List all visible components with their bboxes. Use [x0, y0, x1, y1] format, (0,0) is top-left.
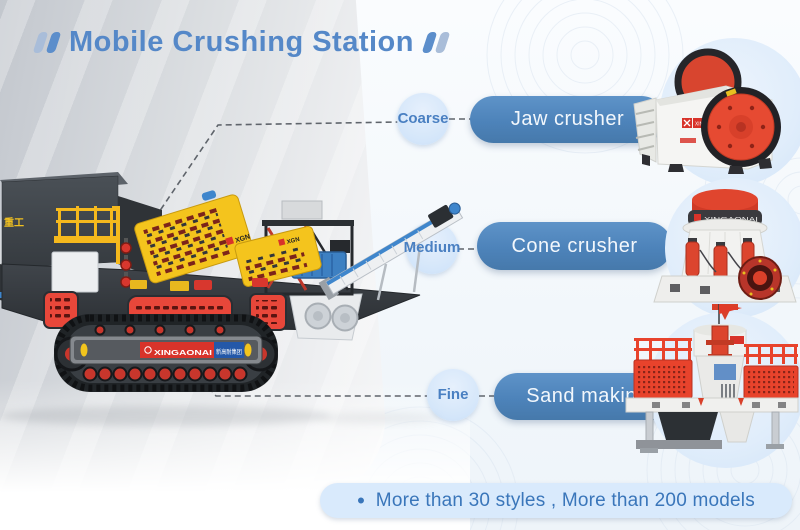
cone-bowl [692, 189, 758, 211]
hopper-brand-text: 重工 [4, 216, 24, 229]
access-door [51, 251, 99, 293]
drive-pulley [738, 256, 782, 300]
cab-box [281, 200, 323, 220]
jaw-crusher-button-label: Jaw crusher [510, 108, 625, 130]
size-label-fine: Fine [437, 386, 469, 403]
platform-railing [54, 206, 120, 264]
quote-close-icon [421, 32, 451, 53]
size-circle-fine [427, 369, 479, 421]
track-brand-cn: 新高耐集团 [216, 348, 242, 356]
sand-making-machine-image[interactable] [622, 300, 800, 462]
cone-crusher-button-label: Cone crusher [511, 234, 638, 257]
vibrating-screen: XGN XGN [134, 190, 322, 287]
size-label-medium: Medium [403, 239, 461, 256]
mobile-crushing-station-illustration: 重工 [0, 172, 464, 426]
bullet-icon: • [357, 487, 365, 513]
deck [625, 397, 799, 413]
jaw-crusher-image[interactable]: XINGAONAI [630, 42, 800, 182]
page-title: Mobile Crushing Station [69, 26, 414, 58]
page-title-row: Mobile Crushing Station [32, 26, 451, 59]
front-flywheel [701, 87, 781, 167]
track-brand-badge: XINGAONAI 新高耐集团 [140, 342, 244, 358]
jaw-crusher-button[interactable]: Jaw crusher [470, 96, 665, 143]
support-leg [771, 411, 780, 447]
discharge-funnel [719, 411, 755, 443]
track-brand-latin: XINGAONAI [154, 348, 212, 357]
machine-shadow [0, 406, 440, 426]
sand-brand-badge [730, 336, 744, 344]
connector-coarse [154, 121, 400, 219]
footer-note-text: More than 30 styles , More than 200 mode… [375, 489, 755, 511]
lower-hopper [658, 412, 718, 440]
cone-crusher-button[interactable]: Cone crusher [477, 222, 672, 270]
pressure-knobs [120, 238, 132, 288]
jaw-plates [633, 97, 657, 163]
size-label-coarse: Coarse [397, 110, 449, 127]
screen-logo-2: XGN [286, 237, 300, 246]
quote-open-icon [32, 32, 62, 53]
discharge-conveyor [318, 202, 464, 301]
crawler-track: XINGAONAI 新高耐集团 [54, 314, 278, 392]
size-circle-coarse [397, 93, 449, 145]
screen-logo: XGN [234, 233, 251, 244]
footer-note: • More than 30 styles , More than 200 mo… [320, 483, 792, 518]
